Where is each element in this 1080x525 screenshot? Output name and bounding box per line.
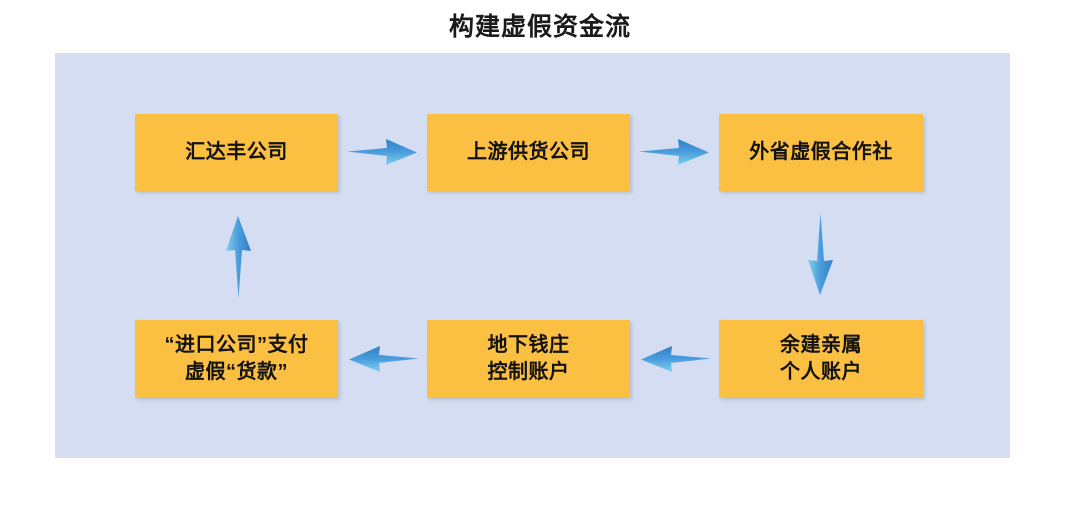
node-label-line: 个人账户 <box>780 361 862 383</box>
node-label-line: 上游供货公司 <box>467 141 590 163</box>
node-label-line: 虚假“货款” <box>185 361 288 383</box>
node-label-line: “进口公司”支付 <box>164 334 309 356</box>
node-label-line: 地下钱庄 <box>487 334 570 356</box>
flow-node-huidafeng[interactable]: 汇达丰公司 <box>135 114 338 191</box>
node-label-line: 汇达丰公司 <box>185 141 288 163</box>
arrow-right-icon <box>347 135 419 170</box>
node-label-block: 余建亲属 个人账户 <box>780 332 862 386</box>
arrow-up-icon <box>221 213 256 298</box>
arrow-left-icon <box>347 341 419 377</box>
node-label-line: 余建亲属 <box>780 334 862 356</box>
flow-node-yujian-relative-account[interactable]: 余建亲属 个人账户 <box>719 320 923 398</box>
flow-node-import-company-payment[interactable]: “进口公司”支付 虚假“货款” <box>135 320 338 398</box>
arrow-down-icon <box>803 213 838 298</box>
arrow-left-icon <box>639 341 711 377</box>
node-label-line: 外省虚假合作社 <box>749 141 893 163</box>
page-title: 构建虚假资金流 <box>448 13 631 41</box>
flow-diagram-panel: 汇达丰公司 上游供货公司 外省虚假合作社 “进口公司”支付 虚假“货款” 地下钱… <box>55 53 1010 458</box>
node-label-block: “进口公司”支付 虚假“货款” <box>165 332 309 386</box>
flow-node-underground-bank-account[interactable]: 地下钱庄 控制账户 <box>427 320 630 398</box>
arrow-right-icon <box>639 135 711 170</box>
flow-node-out-of-province-coop[interactable]: 外省虚假合作社 <box>719 114 923 191</box>
node-label-block: 地下钱庄 控制账户 <box>488 332 570 386</box>
flow-node-upstream-supplier[interactable]: 上游供货公司 <box>427 114 630 191</box>
node-label-line: 控制账户 <box>487 361 570 383</box>
